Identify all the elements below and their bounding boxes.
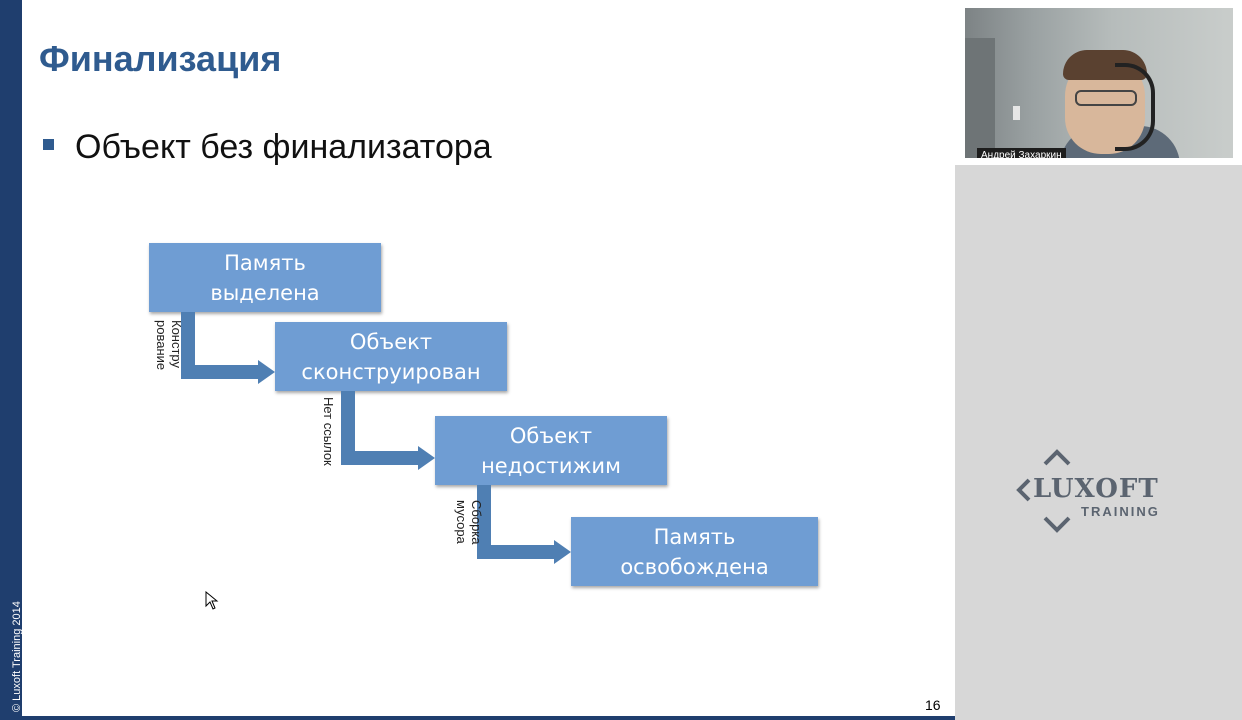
- logo-text: LUXOFT: [1033, 474, 1159, 504]
- webcam-background: [965, 38, 995, 158]
- transition-label-construction: Констру рование: [154, 320, 184, 371]
- transition-label-gc: Сборка мусора: [454, 500, 484, 545]
- logo-chevrons-icon: [1016, 449, 1071, 533]
- presenter-name-tag: Андрей Захаркин: [977, 148, 1066, 158]
- transition-arrow-1: [181, 312, 275, 384]
- webcam-video[interactable]: Андрей Захаркин: [965, 8, 1233, 158]
- glasses-icon: [1075, 90, 1137, 106]
- webcam-area: Андрей Захаркин: [955, 0, 1242, 165]
- light-switch: [1013, 106, 1020, 120]
- transition-label-no-refs: Нет ссылок: [321, 397, 336, 466]
- bullet-text: Объект без финализатора: [75, 128, 492, 166]
- page-number: 16: [925, 697, 941, 713]
- presenter-panel: Андрей Захаркин LUXOFT TRAINING: [955, 0, 1242, 720]
- transition-arrow-2: [341, 391, 435, 470]
- transition-arrow-3: [477, 485, 571, 564]
- logo-subtitle: TRAINING: [1081, 504, 1160, 519]
- box-object-constructed: Объект сконструирован: [275, 322, 507, 391]
- luxoft-logo: LUXOFT TRAINING: [1015, 448, 1185, 536]
- bullet-square-icon: [43, 139, 54, 150]
- slide-title: Финализация: [39, 38, 282, 79]
- headset-icon: [1115, 63, 1155, 151]
- box-memory-allocated: Память выделена: [149, 243, 381, 312]
- box-object-unreachable: Объект недостижим: [435, 416, 667, 485]
- presentation-slide: © Luxoft Training 2014 Финализация Объек…: [0, 0, 955, 720]
- copyright-text: © Luxoft Training 2014: [11, 601, 23, 712]
- bottom-border: [22, 716, 955, 720]
- mouse-cursor-icon: [205, 591, 219, 610]
- slide-sidebar-bar: © Luxoft Training 2014: [0, 0, 23, 720]
- box-memory-freed: Память освобождена: [571, 517, 818, 586]
